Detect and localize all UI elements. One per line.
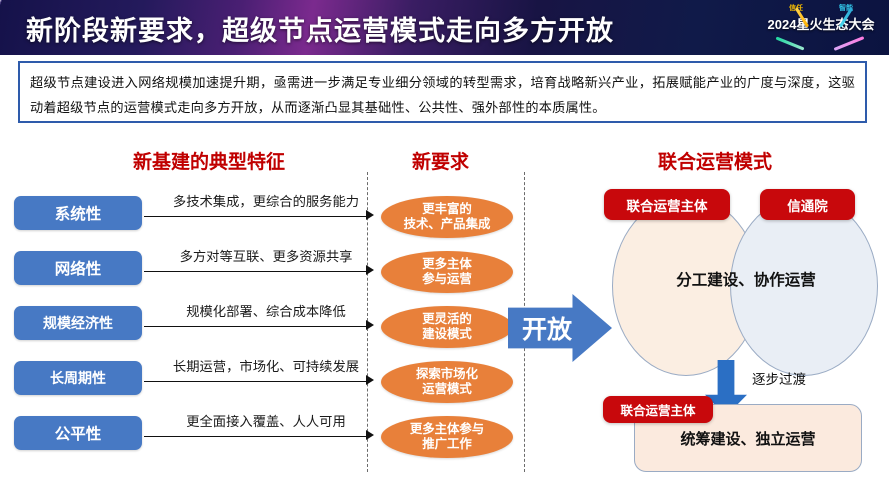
feature-desc: 多技术集成，更综合的服务能力 — [172, 194, 360, 209]
feature-connector-line — [144, 216, 368, 217]
feature-row: 公平性 更全面接入覆盖、人人可用 — [14, 412, 374, 464]
requirement-line2: 参与运营 — [422, 272, 472, 286]
arrow-right-icon — [366, 265, 374, 275]
feature-row: 网络性 多方对等互联、更多资源共享 — [14, 247, 374, 299]
feature-box-long-cycle[interactable]: 长周期性 — [14, 361, 142, 395]
feature-desc: 多方对等互联、更多资源共享 — [179, 249, 353, 264]
requirement-line1: 更多主体参与 — [409, 422, 485, 436]
logo-taglines: 信任智能 — [761, 3, 881, 13]
requirement-oval-promotion-work[interactable]: 更多主体参与推广工作 — [381, 416, 513, 458]
conference-logo: 信任智能 2024星火生态大会 — [761, 2, 881, 54]
bottom-tag-joint-operator[interactable]: 联合运营主体 — [603, 396, 713, 423]
feature-connector-line — [144, 436, 368, 437]
title-banner: 新阶段新要求，超级节点运营模式走向多方开放 信任智能 2024星火生态大会 — [0, 0, 889, 55]
column-header-operating-model: 联合运营模式 — [658, 152, 773, 173]
intro-paragraph: 超级节点建设进入网络规模加速提升期，亟需进一步满足专业细分领域的转型需求，培育战… — [30, 75, 855, 115]
requirement-oval-market-operation[interactable]: 探索市场化运营模式 — [381, 361, 513, 403]
feature-desc: 更全面接入覆盖、人人可用 — [186, 414, 346, 429]
feature-row: 规模经济性 规模化部署、综合成本降低 — [14, 302, 374, 354]
transition-label: 逐步过渡 — [752, 372, 806, 387]
logo-title: 2024星火生态大会 — [767, 17, 875, 32]
venn-ellipse-right — [730, 196, 878, 376]
feature-connector-line — [144, 271, 368, 272]
feature-connector-line — [144, 326, 368, 327]
logo-beam-green-icon — [775, 36, 805, 51]
arrow-right-icon — [366, 375, 374, 385]
page-title: 新阶段新要求，超级节点运营模式走向多方开放 — [26, 16, 614, 46]
requirement-oval-more-participants[interactable]: 更多主体参与运营 — [381, 251, 513, 293]
column-header-features: 新基建的典型特征 — [133, 152, 286, 173]
open-arrow-label: 开放 — [522, 316, 573, 344]
logo-tag-intelligence: 智能 — [839, 5, 853, 12]
requirement-line2: 运营模式 — [422, 382, 472, 396]
logo-beam-pink-icon — [833, 36, 865, 51]
venn-tag-joint-operator[interactable]: 联合运营主体 — [604, 189, 730, 220]
feature-desc: 长期运营，市场化、可持续发展 — [172, 359, 360, 374]
requirement-line2: 技术、产品集成 — [403, 217, 491, 231]
feature-box-systemic[interactable]: 系统性 — [14, 196, 142, 230]
requirement-line1: 更丰富的 — [422, 202, 472, 216]
venn-center-label: 分工建设、协作运营 — [676, 272, 816, 289]
bottom-box-unified-construction: 统筹建设、独立运营 — [634, 404, 862, 472]
requirement-oval-richer-integration[interactable]: 更丰富的技术、产品集成 — [381, 196, 513, 238]
requirement-line1: 探索市场化 — [416, 367, 478, 381]
arrow-right-icon — [366, 320, 374, 330]
feature-row: 长周期性 长期运营，市场化、可持续发展 — [14, 357, 374, 409]
feature-row: 系统性 多技术集成，更综合的服务能力 — [14, 192, 374, 244]
requirement-line1: 更灵活的 — [422, 312, 472, 326]
requirement-oval-flexible-construction[interactable]: 更灵活的建设模式 — [381, 306, 513, 348]
arrow-right-icon — [366, 210, 374, 220]
feature-desc: 规模化部署、综合成本降低 — [186, 304, 346, 319]
feature-box-networked[interactable]: 网络性 — [14, 251, 142, 285]
requirement-line1: 更多主体 — [422, 257, 472, 271]
requirement-line2: 推广工作 — [422, 437, 472, 451]
feature-box-economies-of-scale[interactable]: 规模经济性 — [14, 306, 142, 340]
venn-diagram: 分工建设、协作运营 — [612, 196, 880, 376]
venn-tag-caict[interactable]: 信通院 — [760, 189, 855, 220]
feature-box-fairness[interactable]: 公平性 — [14, 416, 142, 450]
arrow-right-icon — [366, 430, 374, 440]
intro-textbox: 超级节点建设进入网络规模加速提升期，亟需进一步满足专业细分领域的转型需求，培育战… — [18, 61, 867, 123]
column-header-requirements: 新要求 — [412, 152, 470, 173]
feature-connector-line — [144, 381, 368, 382]
requirement-line2: 建设模式 — [422, 327, 472, 341]
